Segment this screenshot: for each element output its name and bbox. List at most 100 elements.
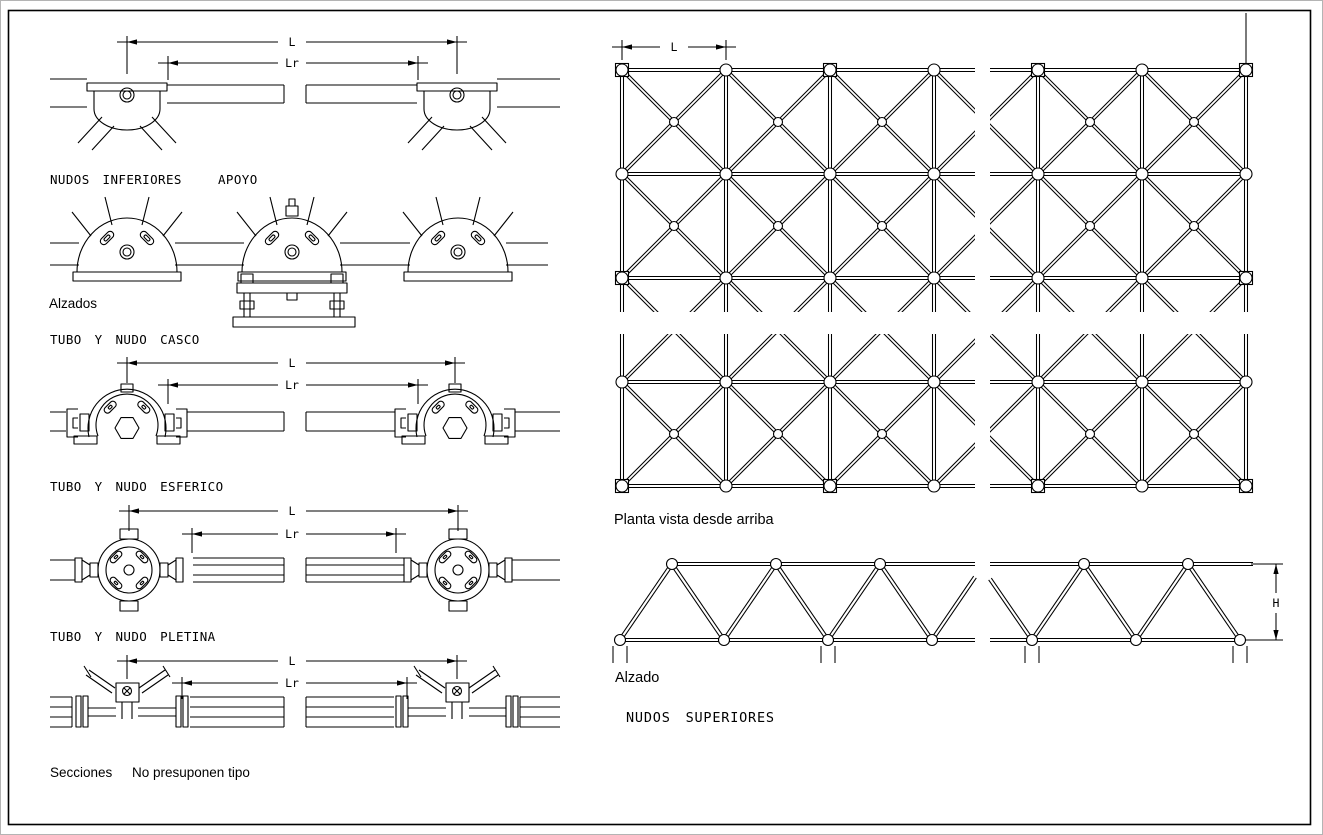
plan-main-node	[719, 271, 733, 285]
member-line	[878, 564, 932, 642]
dim-arrowhead	[1273, 630, 1279, 640]
detail-nudo-esferico	[50, 528, 560, 612]
dim-label: Lr	[285, 676, 299, 690]
member-line	[826, 562, 880, 640]
detail-nudo-pletina	[50, 665, 560, 728]
member-line	[618, 562, 672, 640]
plan-center-node	[772, 428, 784, 440]
detail-nudo-seccion	[50, 383, 560, 445]
member-line	[1084, 562, 1138, 640]
member-line	[930, 575, 975, 640]
label-tubo-esferico: TUBO Y NUDO ESFERICO	[50, 479, 224, 494]
dim-arrowhead	[129, 508, 139, 514]
dim-arrowhead	[168, 60, 178, 66]
plan-center-node	[772, 116, 784, 128]
plan-main-node	[823, 63, 837, 77]
plan-center-node	[1188, 220, 1200, 232]
plan-center-node	[668, 116, 680, 128]
plan-main-node	[927, 63, 941, 77]
plan-main-node	[1239, 63, 1253, 77]
plan-main-node	[615, 479, 629, 493]
truss-bottom-node	[1129, 633, 1143, 647]
dim-arrowhead	[127, 39, 137, 45]
plan-center-node	[876, 116, 888, 128]
plan-break-horizontal	[612, 312, 1258, 334]
truss-top-node	[1077, 557, 1091, 571]
member-line	[880, 562, 934, 640]
truss-top-node	[769, 557, 783, 571]
plan-main-node	[927, 375, 941, 389]
plan-center-node	[876, 428, 888, 440]
dim-label: L	[671, 40, 678, 54]
plan-main-node	[1031, 63, 1045, 77]
plan-main-node	[1031, 167, 1045, 181]
plan-center-node	[668, 428, 680, 440]
label-nudos-superiores: NUDOS SUPERIORES	[626, 710, 775, 726]
member-line	[1134, 562, 1188, 640]
detail-nudo-inferior	[50, 78, 560, 151]
member-line	[672, 562, 726, 640]
label-tubo-casco: TUBO Y NUDO CASCO	[50, 332, 200, 347]
member-line	[1082, 564, 1136, 642]
detail-nudo-casco	[50, 196, 548, 328]
dim-arrowhead	[447, 39, 457, 45]
plan-center-node	[876, 220, 888, 232]
plan-main-node	[1239, 375, 1253, 389]
plan-main-node	[1135, 271, 1149, 285]
dim-arrowhead	[127, 658, 137, 664]
member-line	[1032, 564, 1086, 642]
plan-center-node	[1188, 116, 1200, 128]
plan-main-node	[823, 375, 837, 389]
member-line	[670, 564, 724, 642]
member-line	[1188, 562, 1242, 640]
dim-label: L	[289, 356, 296, 370]
plan-main-node	[927, 271, 941, 285]
dim-arrowhead	[408, 382, 418, 388]
dim-arrowhead	[182, 680, 192, 686]
member-line	[722, 562, 776, 640]
member-line	[776, 562, 830, 640]
label-alzado: Alzado	[615, 670, 659, 686]
member-line	[932, 577, 977, 642]
plan-center-node	[1084, 116, 1096, 128]
plan-main-node	[1135, 479, 1149, 493]
member-line	[828, 564, 882, 642]
plan-center-node	[1084, 220, 1096, 232]
dim-arrowhead	[168, 382, 178, 388]
dim-label: L	[289, 504, 296, 518]
dim-arrowhead	[1273, 564, 1279, 574]
dim-arrowhead	[445, 360, 455, 366]
plan-main-node	[823, 167, 837, 181]
plan-main-node	[1135, 375, 1149, 389]
member-line	[774, 564, 828, 642]
plan-main-node	[1031, 271, 1045, 285]
member-line	[988, 579, 1032, 642]
plan-main-node	[1031, 375, 1045, 389]
plan-main-node	[615, 63, 629, 77]
plan-main-node	[719, 375, 733, 389]
dim-arrowhead	[397, 680, 407, 686]
plan-main-node	[615, 375, 629, 389]
node-details-artwork	[50, 78, 560, 728]
plan-main-node	[1239, 167, 1253, 181]
plan-center-node	[1084, 428, 1096, 440]
dim-arrowhead	[408, 60, 418, 66]
plan-main-node	[1239, 479, 1253, 493]
dim-arrowhead	[192, 531, 202, 537]
dim-arrowhead	[448, 508, 458, 514]
truss-bottom-node	[613, 633, 627, 647]
detail-apoyo-base	[232, 273, 356, 328]
truss-bottom-node	[821, 633, 835, 647]
member-line	[724, 564, 778, 642]
captions: NUDOS INFERIORES APOYO Alzados TUBO Y NU…	[49, 172, 775, 780]
plan-main-node	[719, 479, 733, 493]
label-secciones: Secciones	[50, 765, 113, 780]
label-planta: Planta vista desde arriba	[614, 512, 775, 528]
member-line	[990, 577, 1034, 640]
label-apoyo: APOYO	[218, 172, 258, 187]
plan-main-node	[1031, 479, 1045, 493]
truss-top-node	[873, 557, 887, 571]
